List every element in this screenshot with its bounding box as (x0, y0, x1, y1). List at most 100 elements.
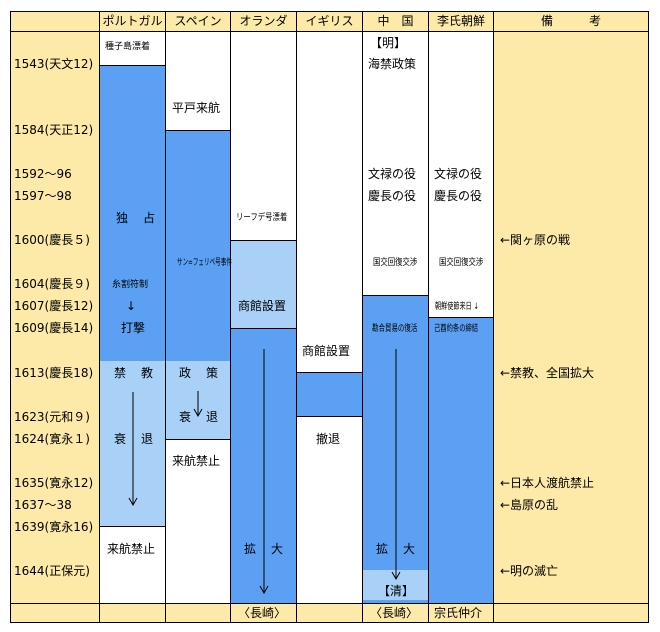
korea-intermediary-text: 宗氏仲介 (434, 606, 483, 620)
grid-line (99, 11, 100, 622)
portugal-arrival-text: 種子島漂着 (105, 42, 151, 52)
portugal-decline-arrow (128, 392, 138, 507)
year-label: 1637〜38 (14, 498, 72, 512)
year-label: 1584(天正12) (14, 123, 94, 137)
year-label: 1607(慶長12) (14, 299, 94, 313)
korea-keicho-text: 慶長の役 (434, 189, 483, 203)
spain-ship-text: サン=フェリペ号事件 (177, 258, 232, 268)
grid-line (428, 11, 429, 622)
china-expand-arrow (391, 349, 401, 581)
grid-line (10, 622, 649, 623)
year-label: 1600(慶長５) (14, 233, 90, 247)
divider-line (166, 439, 230, 440)
dutch-liefde-text: リーフデ号漂着 (236, 213, 288, 223)
header-dutch: オランダ (239, 14, 288, 28)
grid-line (493, 11, 494, 622)
dutch-factory-block (231, 240, 296, 328)
grid-line (165, 11, 166, 622)
portugal-down-arrow: ↓ (126, 299, 137, 313)
grid-line (296, 11, 297, 622)
remark-ming-fall: ←明の滅亡 (500, 564, 559, 578)
spain-policy-char: 政 (179, 366, 192, 380)
remark-shimabara: ←島原の乱 (500, 498, 559, 512)
grid-line (362, 11, 363, 622)
year-label: 1639(寛永16) (14, 520, 94, 534)
divider-line (297, 416, 362, 417)
remark-ban: ←禁教、全国拡大 (500, 366, 595, 380)
spain-decline-arrow (193, 391, 203, 418)
grid-line (230, 11, 231, 622)
grid-line (648, 11, 649, 623)
grid-line (10, 11, 649, 12)
year-label: 1613(慶長18) (14, 366, 94, 380)
china-expand-char: 大 (403, 542, 416, 556)
year-label: 1623(元和９) (14, 410, 90, 424)
china-kanhe-text: 勘合貿易の復活 (372, 324, 418, 334)
header-china: 中 国 (377, 14, 414, 28)
remark-sekigahara: ←関ヶ原の戦 (500, 233, 571, 247)
header-portugal: ポルトガル (102, 14, 163, 28)
dutch-expand-char: 拡 (244, 542, 257, 556)
england-factory-block (297, 372, 362, 416)
header-england: イギリス (305, 14, 354, 28)
portugal-decline-char: 衰 (114, 432, 127, 446)
china-expand-char: 拡 (376, 542, 389, 556)
header-spain: スペイン (174, 14, 222, 28)
portugal-decline-char: 退 (141, 432, 154, 446)
footer-row (10, 603, 648, 622)
dutch-nagasaki-text: 〈長崎〉 (238, 606, 287, 620)
portugal-ban-char: 教 (141, 366, 154, 380)
korea-relations-block (429, 317, 493, 603)
divider-line (100, 65, 165, 66)
year-label: 1597〜98 (14, 189, 72, 203)
remarks-column (494, 31, 648, 603)
remark-japanese-ban: ←日本人渡航禁止 (500, 476, 595, 490)
divider-line (363, 295, 428, 296)
year-label: 1624(寛永１) (14, 432, 90, 446)
portugal-ban-char: 禁 (114, 366, 127, 380)
year-label: 1635(寛永12) (14, 476, 94, 490)
divider-line (297, 372, 362, 373)
grid-line (10, 11, 11, 622)
spain-prohibited-text: 来航禁止 (172, 454, 221, 468)
year-label: 1604(慶長９) (14, 277, 90, 291)
portugal-monopoly-char: 独 (116, 211, 129, 225)
china-negotiation-text: 国交回復交渉 (373, 258, 418, 268)
grid-line (10, 31, 649, 32)
portugal-itoppu-text: 糸割符制 (112, 280, 149, 290)
spain-policy-block (166, 130, 230, 361)
korea-treaty-text: 己酉約条の締結 (434, 324, 479, 334)
portugal-blow-text: 打撃 (121, 321, 146, 335)
year-column (10, 31, 99, 603)
header-row (10, 11, 648, 31)
china-keicho-text: 慶長の役 (368, 189, 417, 203)
portugal-prohibited-text: 来航禁止 (107, 542, 156, 556)
divider-line (429, 317, 493, 318)
header-korea: 李氏朝鮮 (436, 14, 485, 28)
china-nagasaki-text: 〈長崎〉 (370, 606, 419, 620)
dutch-expand-arrow (259, 349, 269, 595)
spain-hirado-text: 平戸来航 (172, 101, 221, 115)
china-haijin-text: 海禁政策 (368, 57, 417, 71)
grid-line (10, 603, 649, 604)
year-label: 1644(正保元) (14, 564, 90, 578)
portugal-monopoly-char: 占 (143, 211, 156, 225)
spain-policy-char: 策 (206, 366, 219, 380)
dutch-factory-text: 商館設置 (238, 299, 287, 313)
england-withdraw-text: 撤退 (316, 432, 341, 446)
year-label: 1609(慶長14) (14, 321, 94, 335)
year-label: 1592〜96 (14, 167, 72, 181)
spain-decline-char: 退 (206, 410, 219, 424)
china-ming-text: 【明】 (370, 36, 407, 50)
portugal-monopoly-block (100, 65, 165, 361)
china-qing-text: 【清】 (378, 584, 415, 598)
spain-decline-char: 衰 (179, 410, 192, 424)
divider-line (166, 130, 230, 131)
korea-mission-text: 朝鮮使節来日 ↓ (435, 302, 479, 312)
england-factory-text: 商館設置 (302, 344, 351, 358)
korea-recovery-text: 国交回復交渉 (439, 258, 484, 268)
divider-line (231, 240, 296, 241)
dutch-expand-char: 大 (271, 542, 284, 556)
divider-line (100, 526, 165, 527)
